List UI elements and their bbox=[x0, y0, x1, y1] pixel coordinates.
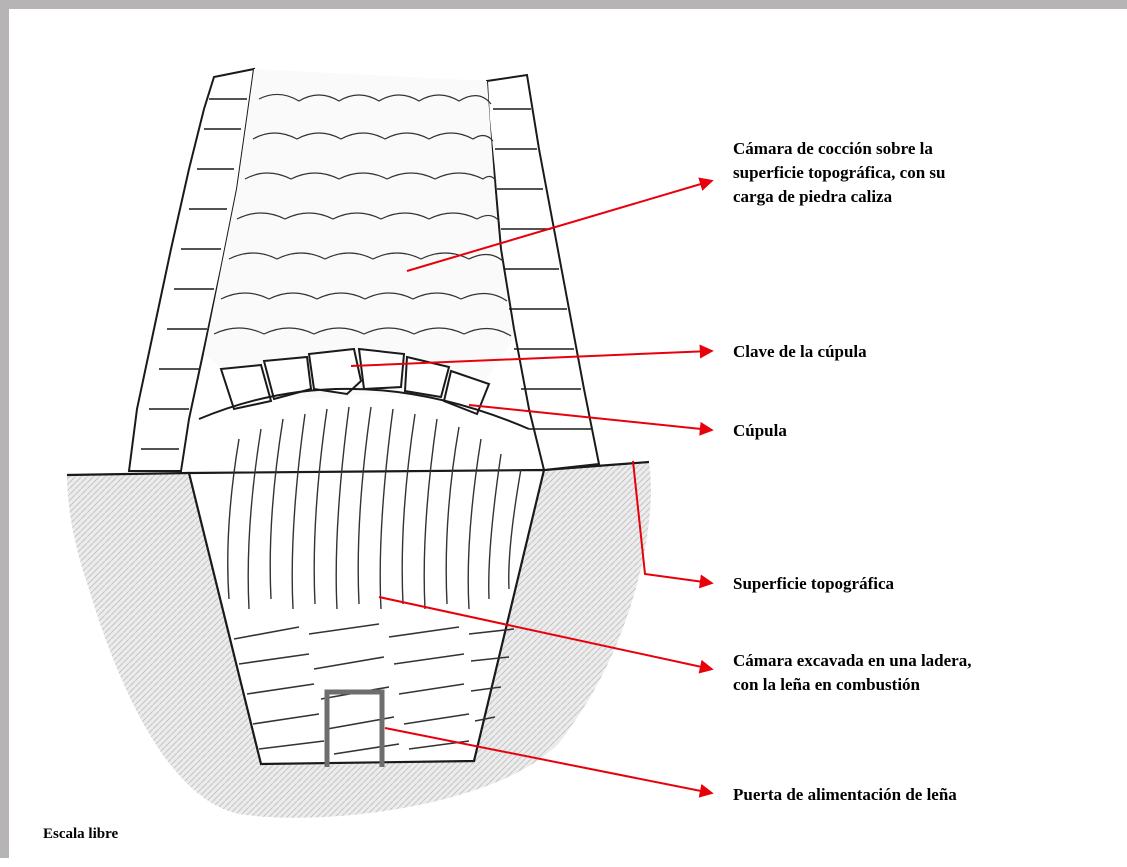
label-puerta: Puerta de alimentación de leña bbox=[733, 783, 957, 807]
right-stone-wall bbox=[487, 75, 599, 470]
label-camara-coccion: Cámara de cocción sobre la superficie to… bbox=[733, 137, 945, 209]
label-superficie: Superficie topográfica bbox=[733, 572, 894, 596]
kiln-diagram bbox=[9, 9, 1127, 867]
label-camara-coccion-line-2: superficie topográfica, con su bbox=[733, 161, 945, 185]
label-camara-coccion-line-1: Cámara de cocción sobre la bbox=[733, 137, 945, 161]
label-clave: Clave de la cúpula bbox=[733, 340, 867, 364]
label-camara-coccion-line-3: carga de piedra caliza bbox=[733, 185, 945, 209]
label-cupula: Cúpula bbox=[733, 419, 787, 443]
label-camara-excavada: Cámara excavada en una ladera, con la le… bbox=[733, 649, 971, 697]
label-camara-excavada-line-2: con la leña en combustión bbox=[733, 673, 971, 697]
label-escala: Escala libre bbox=[43, 822, 118, 846]
label-camara-excavada-line-1: Cámara excavada en una ladera, bbox=[733, 649, 971, 673]
